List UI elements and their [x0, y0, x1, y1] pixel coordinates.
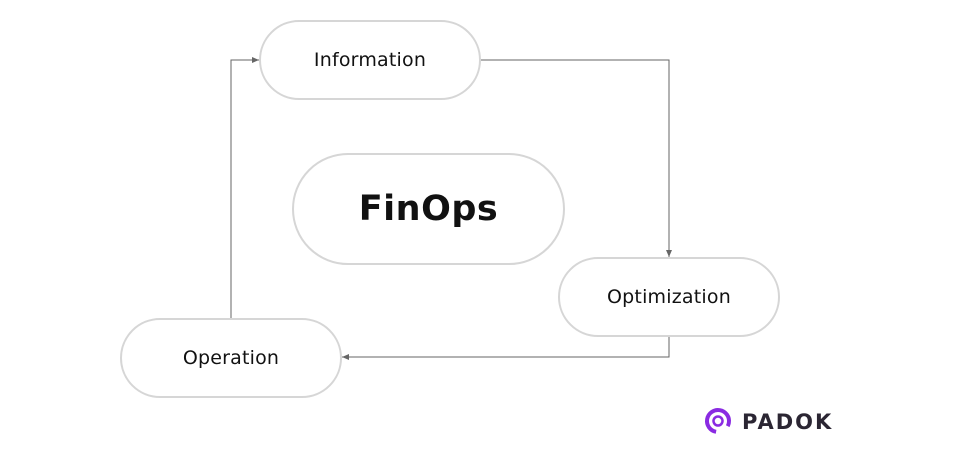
connector-optimization-to-operation — [342, 337, 670, 360]
node-information-label: Information — [313, 49, 427, 71]
padok-logo: PADOK — [702, 404, 833, 440]
node-information: Information — [259, 20, 481, 100]
logo-text: PADOK — [742, 410, 834, 434]
padok-ring-icon — [705, 408, 731, 434]
node-finops-center: FinOps — [292, 153, 565, 265]
node-optimization: Optimization — [558, 257, 780, 337]
node-operation: Operation — [120, 318, 342, 398]
node-optimization-label: Optimization — [607, 286, 731, 308]
connector-information-to-optimization — [481, 59, 672, 257]
connector-operation-to-information — [230, 57, 259, 318]
node-operation-label: Operation — [182, 347, 280, 369]
center-label: FinOps — [358, 189, 499, 229]
